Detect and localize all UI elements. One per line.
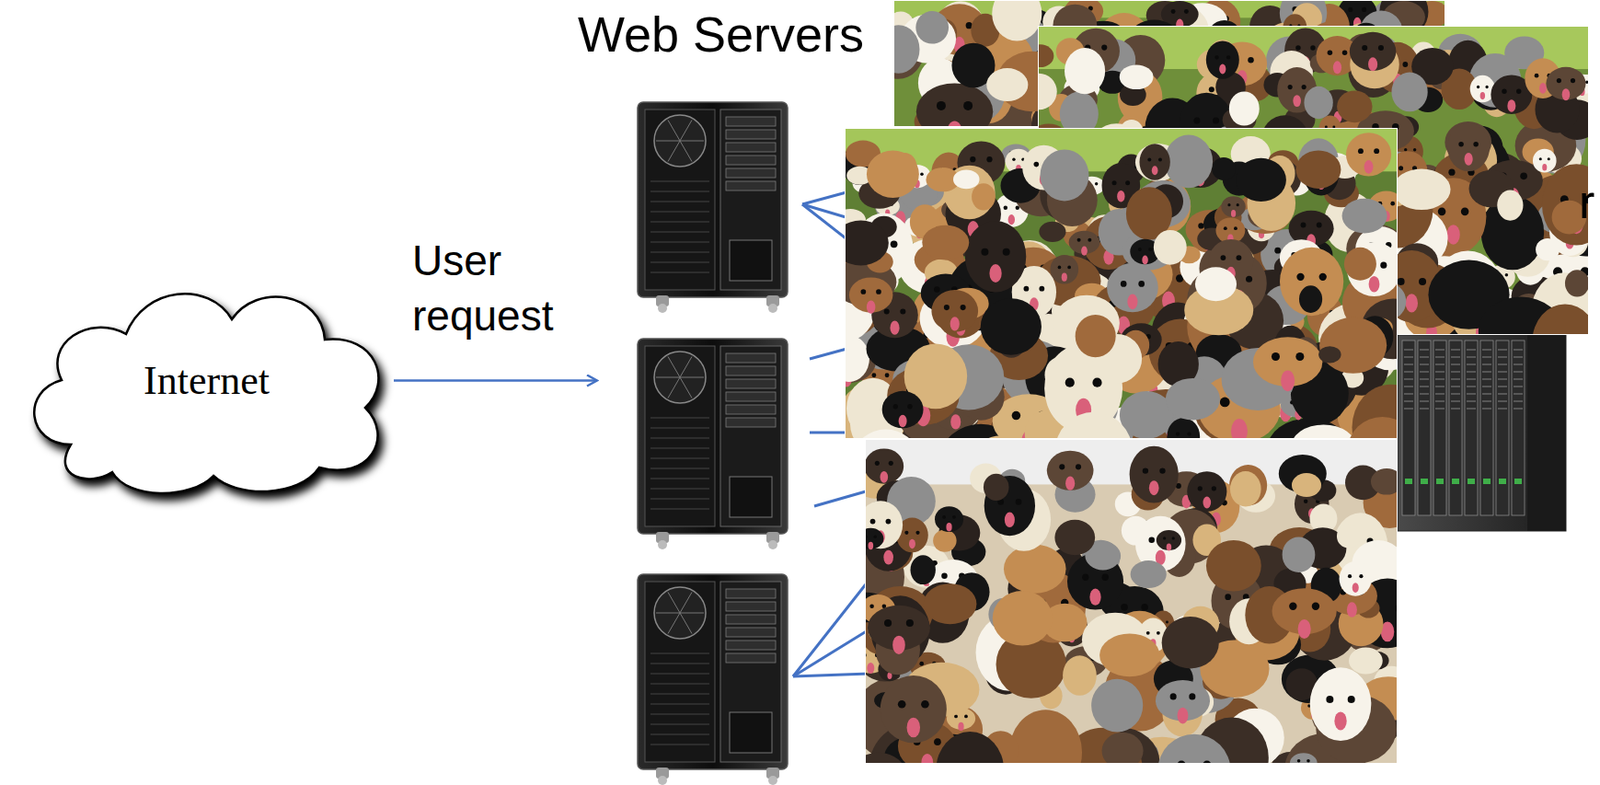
cut-off-text: r (1578, 174, 1595, 231)
server-tower (637, 574, 788, 785)
server-towers (637, 102, 788, 785)
request-arrow (393, 379, 598, 382)
dog-photo (1037, 25, 1589, 335)
cloud-label: Internet (143, 356, 270, 404)
group-heading: Web Servers (577, 5, 776, 63)
dog-photo (864, 438, 1398, 764)
dog-photos (814, 0, 1600, 785)
edge-label: User request (412, 233, 578, 345)
server-links (793, 174, 930, 677)
server-group: Web Servers (598, 5, 797, 784)
blade-server (1397, 334, 1566, 531)
server-tower (637, 102, 788, 313)
cloud-node: Internet (15, 260, 398, 501)
server-tower (637, 338, 788, 550)
dog-photo (844, 127, 1398, 439)
